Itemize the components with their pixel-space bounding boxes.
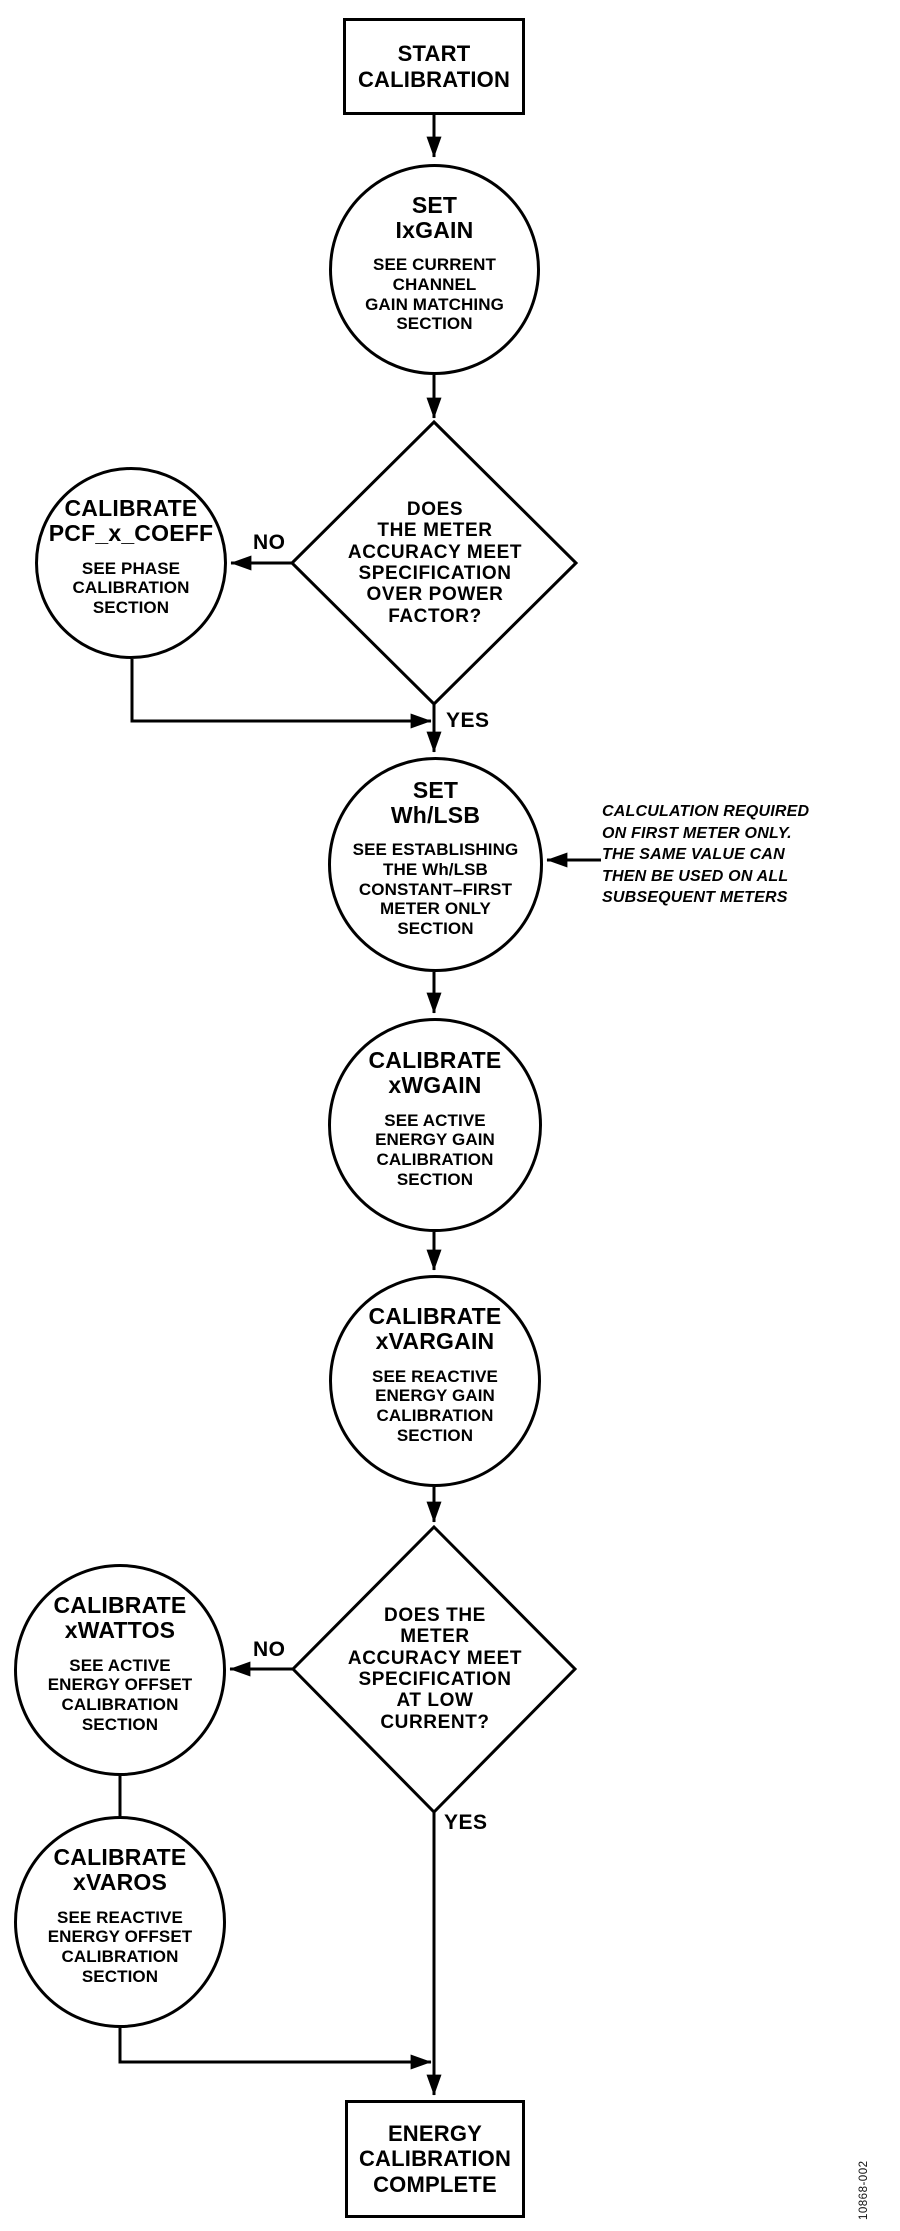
yes-label-low-current: YES — [444, 1811, 488, 1834]
first-meter-annotation: CALCULATION REQUIRED ON FIRST METER ONLY… — [602, 803, 810, 906]
energy-calibration-complete-label: ENERGY CALIBRATION COMPLETE — [358, 2121, 512, 2197]
set-ixgain-title: SET IxGAIN — [395, 191, 474, 243]
set-wh-lsb-node: SET Wh/LSB SEE ESTABLISHING THE Wh/LSB C… — [328, 757, 543, 972]
yes-label-power-factor: YES — [446, 709, 490, 732]
calibrate-xwattos-note: SEE ACTIVE ENERGY OFFSET CALIBRATION SEC… — [47, 1655, 193, 1734]
set-ixgain-node: SET IxGAIN SEE CURRENT CHANNEL GAIN MATC… — [329, 164, 540, 375]
calibrate-xvaros-node: CALIBRATE xVAROS SEE REACTIVE ENERGY OFF… — [14, 1816, 226, 2028]
decision-power-factor-question: DOES THE METER ACCURACY MEET SPECIFICATI… — [347, 499, 523, 627]
calibrate-xvargain-note: SEE REACTIVE ENERGY GAIN CALIBRATION SEC… — [372, 1366, 498, 1445]
decision-low-current-diamond — [290, 1524, 578, 1815]
no-label-low-current: NO — [253, 1638, 286, 1661]
set-ixgain-note: SEE CURRENT CHANNEL GAIN MATCHING SECTIO… — [365, 255, 504, 334]
calibrate-pcf-note: SEE PHASE CALIBRATION SECTION — [72, 558, 190, 617]
calibrate-pcf-title: CALIBRATE PCF_x_COEFF — [48, 495, 214, 546]
calibrate-xvaros-note: SEE REACTIVE ENERGY OFFSET CALIBRATION S… — [47, 1907, 193, 1986]
calibrate-xvargain-node: CALIBRATE xVARGAIN SEE REACTIVE ENERGY G… — [329, 1275, 541, 1487]
no-label-power-factor: NO — [253, 531, 286, 554]
calibrate-xwattos-node: CALIBRATE xWATTOS SEE ACTIVE ENERGY OFFS… — [14, 1564, 226, 1776]
set-wh-lsb-note: SEE ESTABLISHING THE Wh/LSB CONSTANT–FIR… — [352, 840, 519, 939]
calibrate-xwgain-note: SEE ACTIVE ENERGY GAIN CALIBRATION SECTI… — [375, 1110, 495, 1189]
start-calibration-node: START CALIBRATION — [343, 18, 525, 115]
calibrate-xwattos-title: CALIBRATE xWATTOS — [53, 1592, 187, 1644]
return-line-pcf — [130, 659, 432, 729]
calibrate-pcf-node: CALIBRATE PCF_x_COEFF SEE PHASE CALIBRAT… — [35, 467, 227, 659]
calibrate-xvaros-title: CALIBRATE xVAROS — [53, 1844, 187, 1896]
decision-power-factor-diamond — [289, 419, 579, 707]
set-wh-lsb-title: SET Wh/LSB — [390, 777, 481, 828]
calibrate-xvargain-title: CALIBRATE xVARGAIN — [368, 1303, 502, 1355]
start-calibration-label: START CALIBRATION — [357, 41, 511, 92]
calibrate-xwgain-title: CALIBRATE xWGAIN — [368, 1047, 502, 1099]
decision-low-current-question: DOES THE METER ACCURACY MEET SPECIFICATI… — [347, 1605, 523, 1733]
return-line-xvaros — [118, 2028, 432, 2070]
energy-calibration-complete-node: ENERGY CALIBRATION COMPLETE — [345, 2100, 525, 2218]
figure-number: 10868-002 — [858, 2160, 870, 2221]
calibrate-xwgain-node: CALIBRATE xWGAIN SEE ACTIVE ENERGY GAIN … — [328, 1018, 542, 1232]
